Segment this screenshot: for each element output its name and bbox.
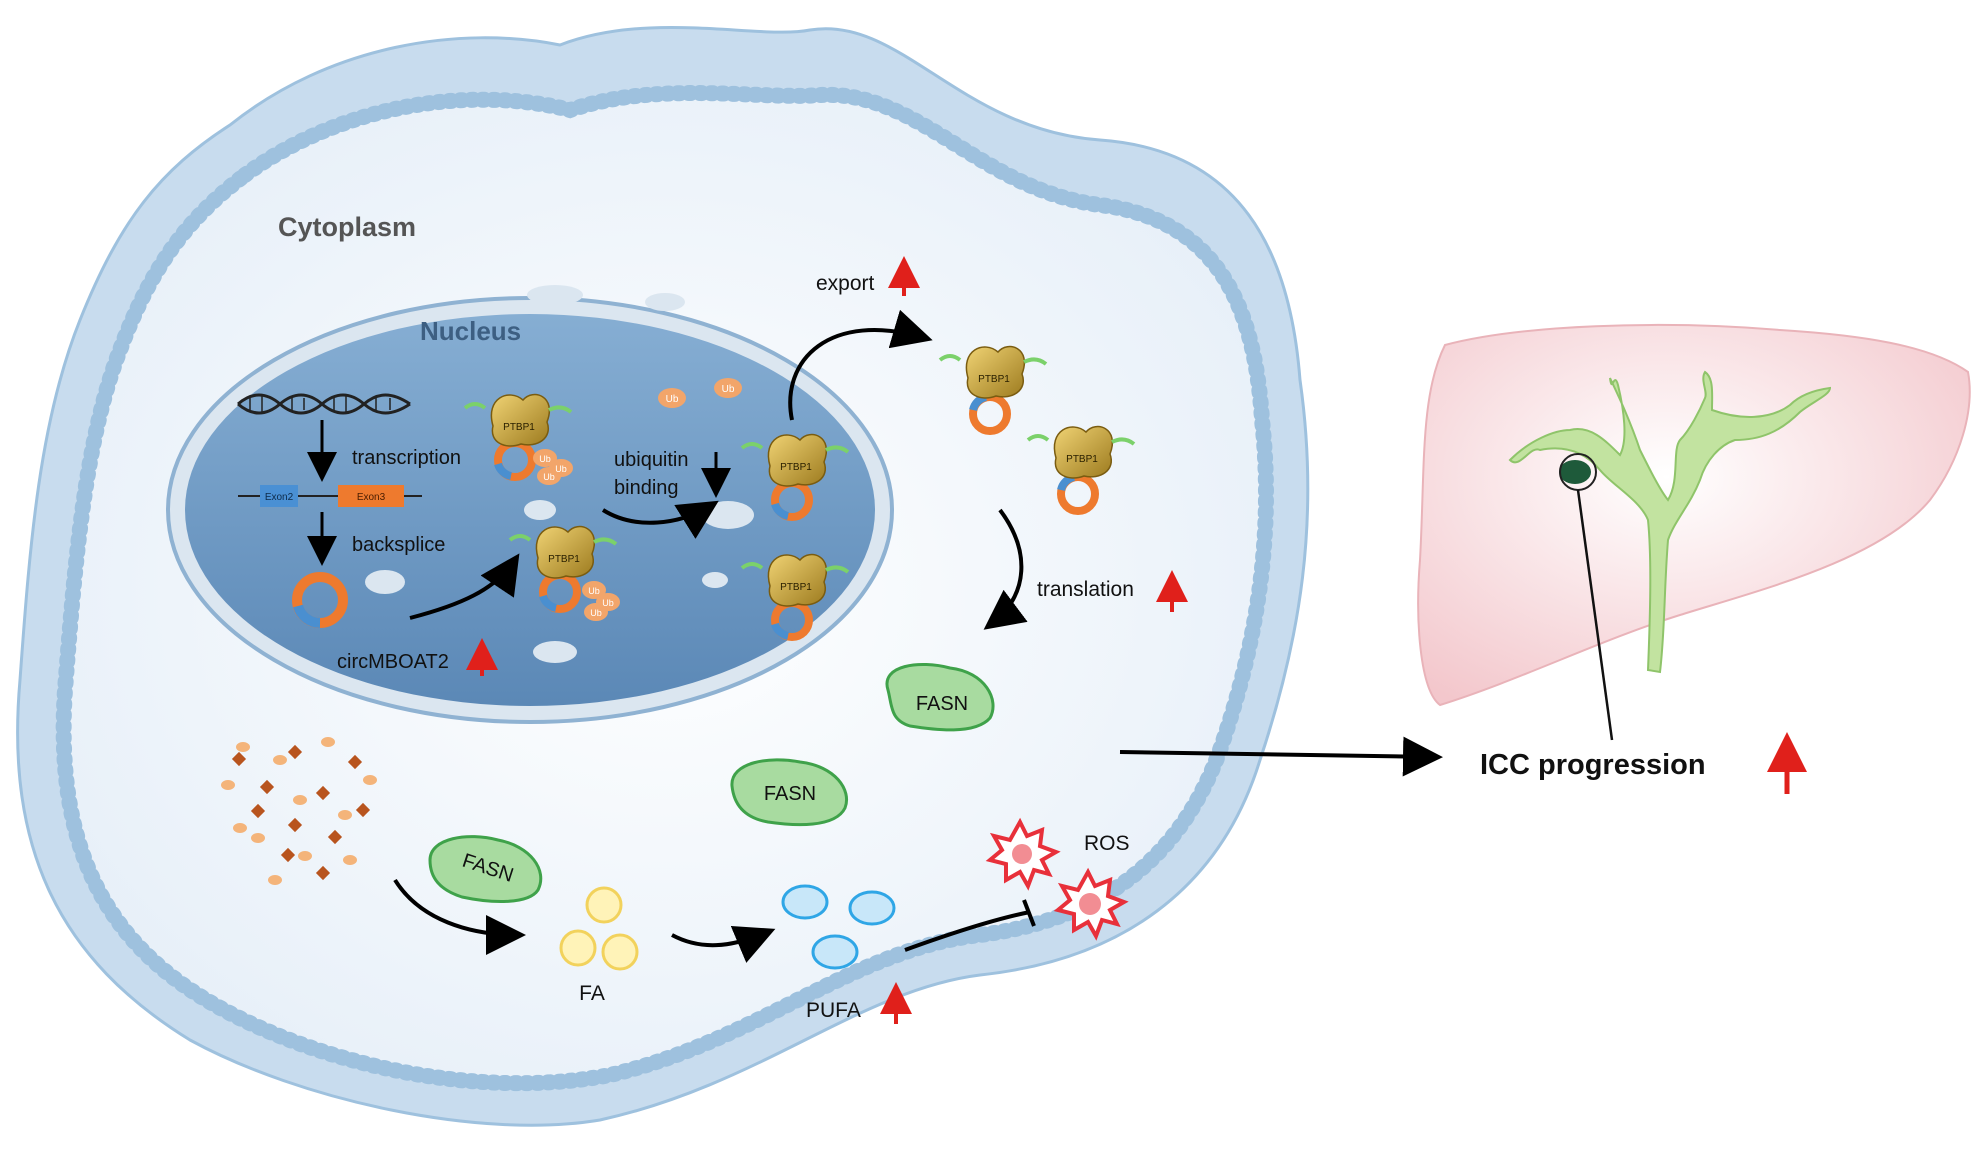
svg-text:PTBP1: PTBP1 bbox=[1066, 454, 1098, 465]
ros-icon bbox=[985, 817, 1129, 941]
ubiquitin-binding-arrow bbox=[601, 500, 719, 539]
export-label: export bbox=[816, 272, 875, 295]
pufa-droplets bbox=[781, 884, 896, 970]
synthesis-arrow bbox=[393, 878, 526, 955]
svg-text:Ub: Ub bbox=[555, 464, 567, 474]
export-arrow bbox=[788, 309, 933, 421]
svg-text:Ub: Ub bbox=[588, 586, 600, 596]
exon3-box bbox=[338, 485, 404, 507]
pufa-label: PUFA bbox=[806, 999, 861, 1022]
exon2-box bbox=[260, 485, 298, 507]
circmboat2-label: circMBOAT2 bbox=[337, 651, 449, 673]
binding-label: binding bbox=[614, 477, 679, 499]
svg-text:PTBP1: PTBP1 bbox=[780, 582, 812, 593]
ros-label: ROS bbox=[1084, 832, 1130, 855]
translation-arrow bbox=[983, 508, 1028, 630]
svg-text:PTBP1: PTBP1 bbox=[548, 554, 580, 565]
fa-label: FA bbox=[579, 982, 605, 1005]
inhibition-bar bbox=[1022, 899, 1036, 927]
svg-text:PTBP1: PTBP1 bbox=[780, 462, 812, 473]
icc-arrow bbox=[1119, 736, 1443, 777]
translation-label: translation bbox=[1037, 578, 1134, 601]
svg-text:PTBP1: PTBP1 bbox=[503, 422, 535, 433]
binding-arrow bbox=[409, 553, 520, 620]
cytoplasm-label: Cytoplasm bbox=[278, 212, 416, 242]
svg-text:Ub: Ub bbox=[722, 384, 735, 395]
liver-icon bbox=[1417, 324, 1971, 741]
dna-icon bbox=[237, 393, 411, 415]
free-ubiquitin: Ub Ub bbox=[658, 378, 742, 408]
exon2-label: Exon2 bbox=[265, 492, 294, 503]
substrate-particles bbox=[221, 737, 377, 885]
icc-progression-label: ICC progression bbox=[1480, 749, 1706, 781]
fasn-protein-1: FASN bbox=[885, 662, 995, 732]
ptbp1-complex-cytoplasm-1: PTBP1 bbox=[938, 345, 1048, 435]
tumor-pointer bbox=[1576, 489, 1614, 741]
svg-text:Ub: Ub bbox=[543, 472, 555, 482]
svg-text:FASN: FASN bbox=[916, 693, 968, 715]
ptbp1-complex-right-upper: PTBP1 bbox=[740, 433, 850, 521]
nucleus-label: Nucleus bbox=[420, 316, 521, 346]
ptbp1-ub-complex-upper: PTBP1 Ub Ub Ub bbox=[463, 393, 573, 485]
nucleus bbox=[166, 285, 894, 724]
ptbp1-complex-right-lower: PTBP1 bbox=[740, 553, 850, 641]
pufa-inhibits-ros bbox=[904, 910, 1031, 952]
svg-text:Ub: Ub bbox=[666, 394, 679, 405]
svg-text:Ub: Ub bbox=[539, 454, 551, 464]
circ-rna-icon bbox=[292, 572, 348, 628]
ptbp1-complex-cytoplasm-2: PTBP1 bbox=[1026, 425, 1136, 515]
svg-text:PTBP1: PTBP1 bbox=[978, 374, 1010, 385]
bile-duct bbox=[1508, 370, 1832, 674]
svg-text:Ub: Ub bbox=[602, 598, 614, 608]
ubiquitin-label: ubiquitin bbox=[614, 449, 689, 471]
fa-droplets bbox=[559, 886, 639, 971]
backsplice-label: backsplice bbox=[352, 534, 445, 556]
ptbp1-ub-complex-lower: PTBP1 Ub Ub Ub bbox=[508, 525, 620, 621]
svg-text:Ub: Ub bbox=[590, 608, 602, 618]
fasn-protein-3: FASN bbox=[428, 835, 543, 903]
fasn-protein-2: FASN bbox=[730, 758, 848, 827]
transcription-label: transcription bbox=[352, 447, 461, 469]
svg-text:FASN: FASN bbox=[764, 783, 816, 805]
tumor-spot bbox=[1559, 460, 1591, 484]
exon3-label: Exon3 bbox=[357, 492, 386, 503]
fa-to-pufa-arrow bbox=[671, 925, 776, 963]
